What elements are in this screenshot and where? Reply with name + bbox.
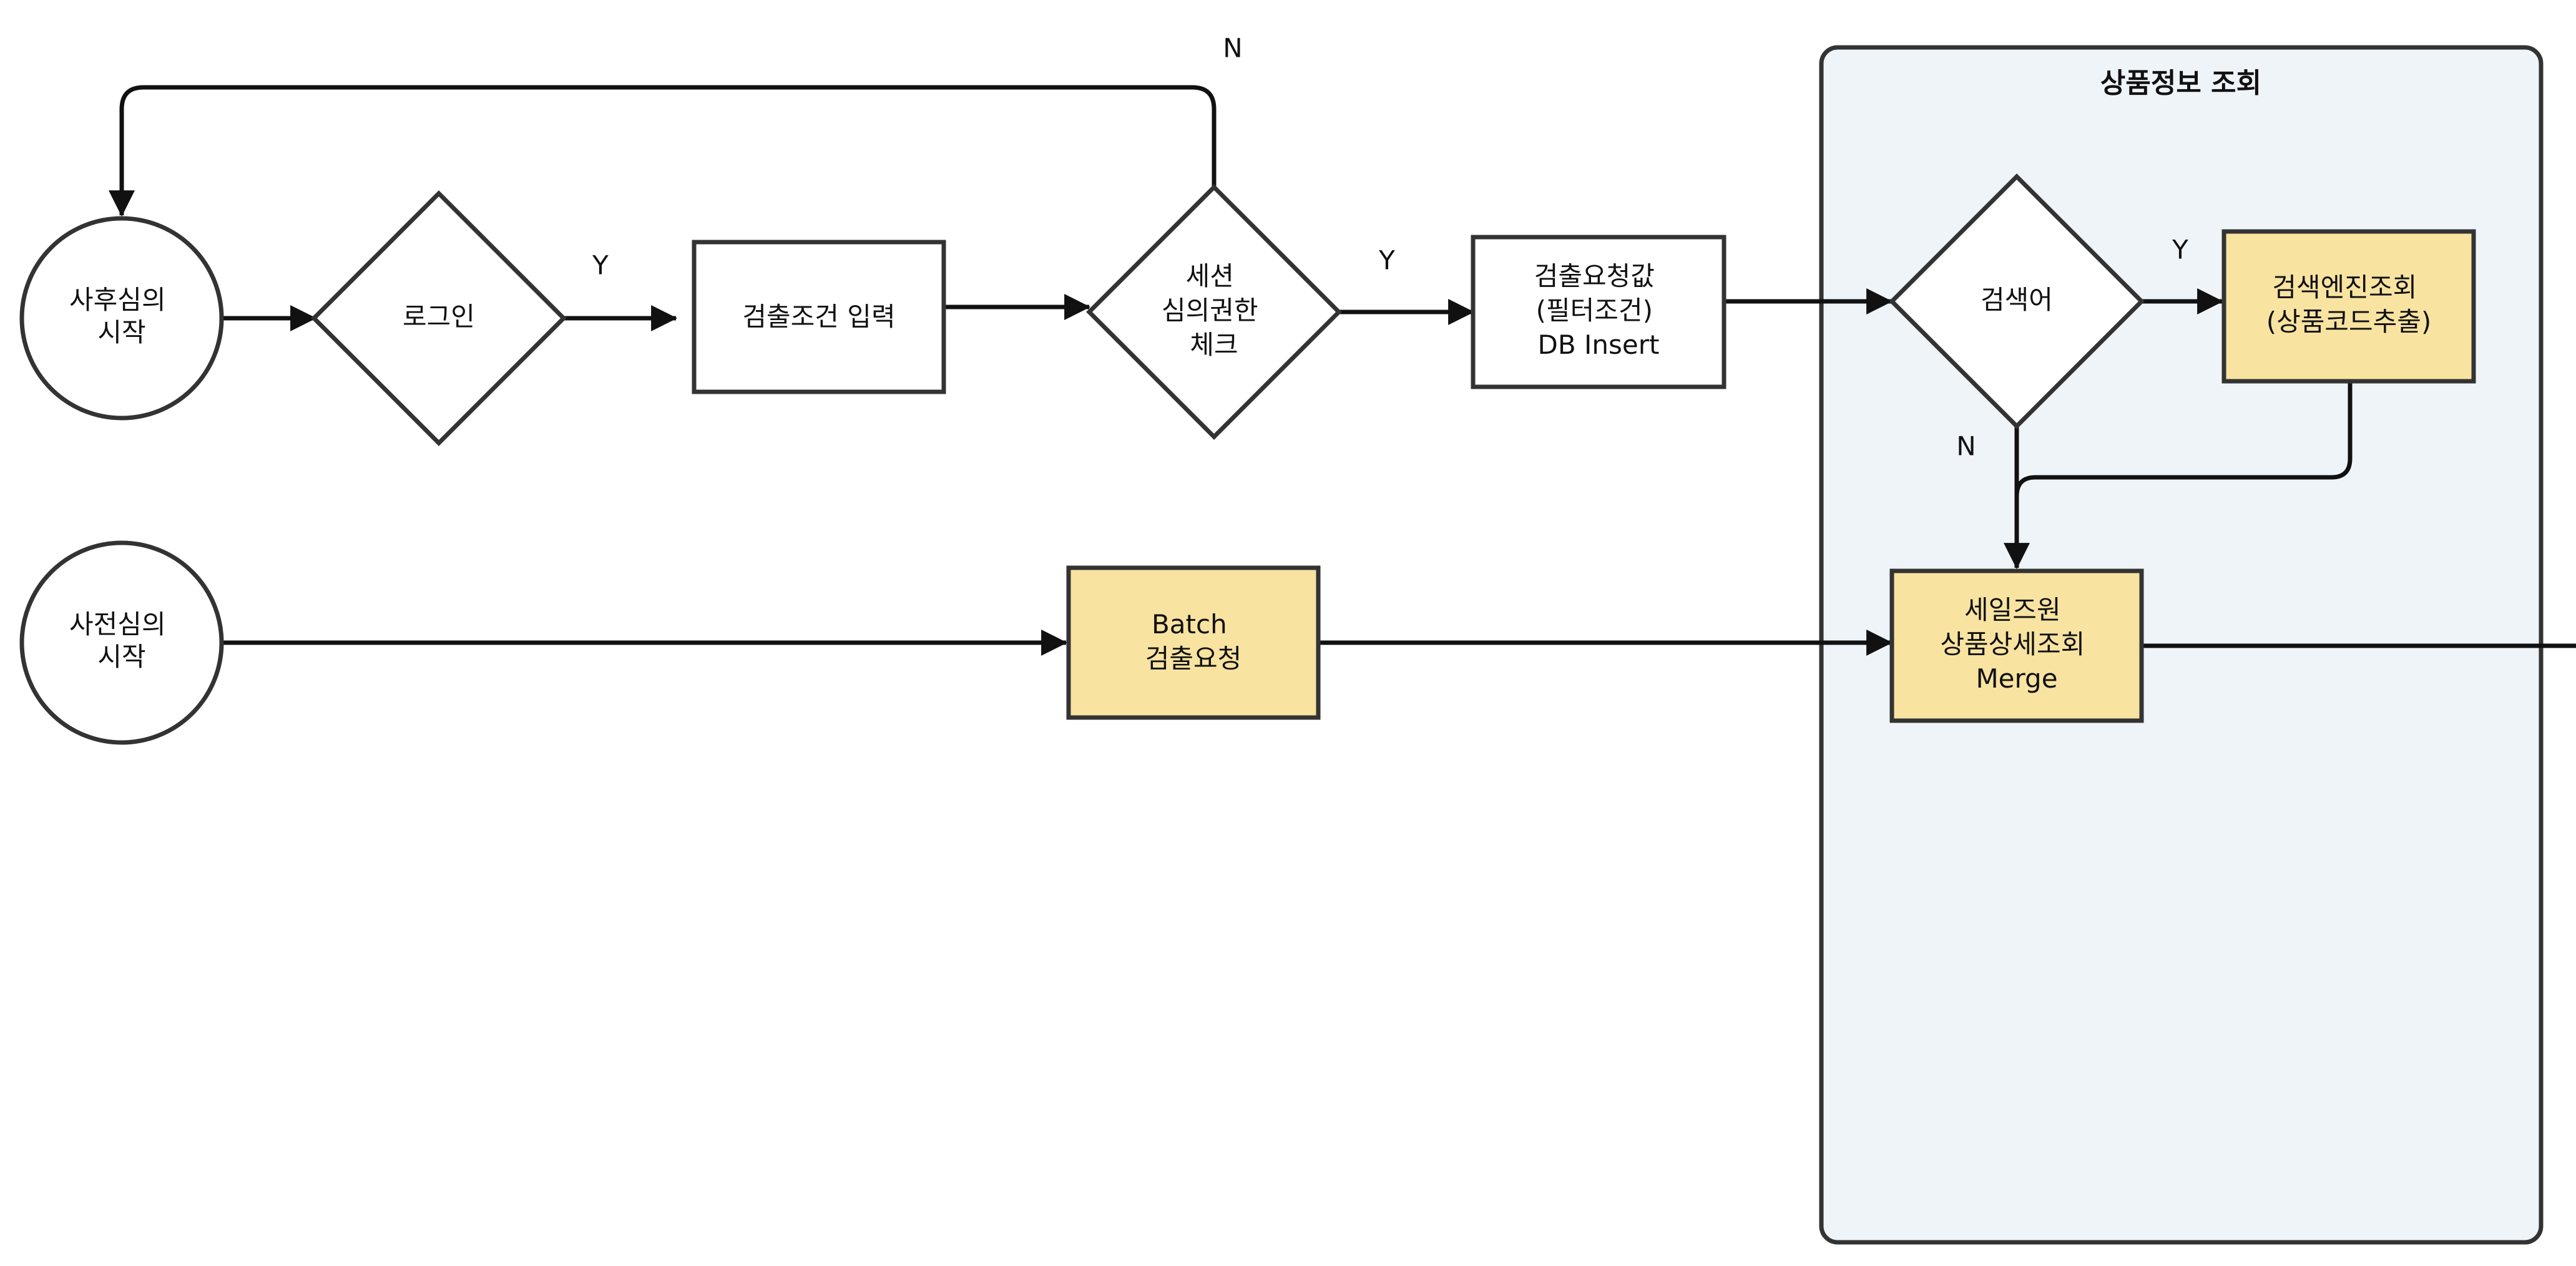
node-login: 로그인 [311, 190, 567, 446]
keyword-label: 검색어 [1981, 285, 2053, 315]
node-start-post: 사후심의 시작 [19, 216, 224, 421]
start-post-circle [19, 216, 224, 421]
engine-label: 검색엔진조회 (상품코드추출) [2266, 272, 2432, 337]
engine-rect [2221, 229, 2476, 384]
login-label: 로그인 [403, 301, 475, 332]
node-keyword: 검색어 [1889, 173, 2145, 429]
node-engine: 검색엔진조회 (상품코드추출) [2221, 229, 2476, 384]
edge-label-session-no: N [1223, 33, 1242, 64]
input-label: 검출조건 입력 [742, 301, 895, 332]
keyword-diamond [1889, 173, 2145, 429]
start-pre-label: 사전심의 시작 [69, 609, 174, 672]
insert-label: 검출요청값 (필터조건) DB Insert [1534, 261, 1663, 360]
batch-rect [1066, 565, 1321, 720]
edge-label-keyword-yes: Y [2172, 235, 2188, 265]
merge-rect [1889, 568, 2144, 723]
session-label: 세션 심의권한 체크 [1162, 261, 1266, 360]
node-batch: Batch 검출요청 [1066, 565, 1321, 720]
edge-labels: Y Y N Y N [592, 33, 2188, 462]
edge-session-no-loop [109, 85, 1217, 217]
start-pre-circle [19, 540, 224, 745]
node-input: 검출조건 입력 [692, 240, 946, 394]
node-session: 세션 심의권한 체크 [1086, 184, 1342, 440]
session-diamond [1086, 184, 1342, 440]
input-rect [692, 240, 946, 394]
node-merge: 세일즈원 상품상세조회 Merge [1889, 568, 2144, 723]
batch-label: Batch 검출요청 [1145, 609, 1242, 674]
edge-label-session-yes: Y [1378, 245, 1395, 276]
node-insert: 검출요청값 (필터조건) DB Insert [1471, 235, 1726, 389]
edge-label-login-yes: Y [592, 250, 609, 281]
edge-label-keyword-no: N [1956, 431, 1976, 462]
node-start-pre: 사전심의 시작 [19, 540, 224, 745]
edge-engine-to-merge [2014, 382, 2353, 497]
merge-label: 세일즈원 상품상세조회 Merge [1940, 595, 2093, 694]
group-product-info-title: 상품정보 조회 [2100, 67, 2261, 99]
login-diamond [311, 190, 567, 446]
edges [109, 85, 2576, 656]
insert-rect [1471, 235, 1726, 389]
start-post-label: 사후심의 시작 [69, 285, 174, 348]
